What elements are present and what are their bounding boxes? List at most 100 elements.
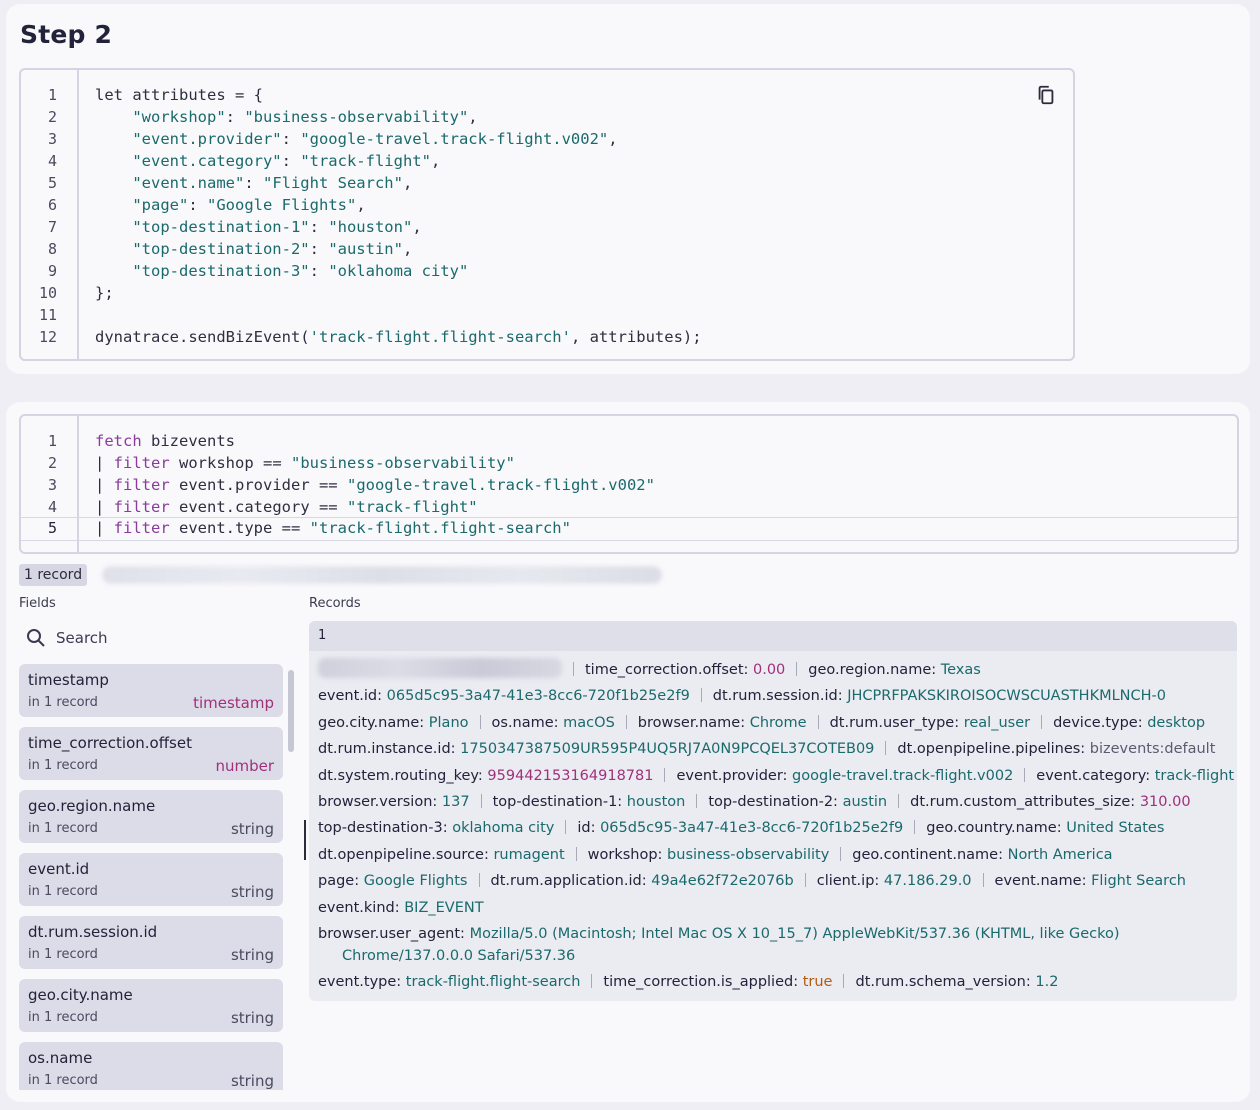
field-count: in 1 record bbox=[28, 758, 98, 773]
code-line: 10}; bbox=[21, 282, 1073, 304]
record-key: event.name: bbox=[994, 873, 1087, 890]
search-input[interactable]: Search bbox=[56, 629, 108, 647]
line-number: 3 bbox=[47, 130, 57, 148]
string-literal: "google-travel.track-flight.v002" bbox=[346, 476, 655, 494]
separator bbox=[843, 973, 845, 988]
field-type: timestamp bbox=[193, 694, 274, 712]
separator bbox=[817, 714, 819, 729]
code-token: event.type == bbox=[169, 519, 310, 537]
string-literal: "oklahoma city" bbox=[328, 262, 469, 280]
string-literal: "austin" bbox=[328, 240, 403, 258]
keyword: filter bbox=[113, 498, 170, 516]
field-count: in 1 record bbox=[28, 695, 98, 710]
line-number: 11 bbox=[38, 306, 57, 324]
code-line: 9 "top-destination-3": "oklahoma city" bbox=[21, 260, 1073, 282]
record-value: oklahoma city bbox=[452, 820, 555, 837]
separator bbox=[898, 793, 900, 808]
code-line: 2| filter workshop == "business-observab… bbox=[21, 452, 1237, 474]
record-key: geo.continent.name: bbox=[852, 846, 1003, 863]
string-literal: "Flight Search" bbox=[262, 174, 403, 192]
code-line: 4 "event.category": "track-flight", bbox=[21, 150, 1073, 172]
record-key: dt.openpipeline.pipelines: bbox=[897, 741, 1086, 758]
record-index: 1 bbox=[318, 628, 327, 643]
record-value: houston bbox=[626, 793, 686, 810]
record-value: austin bbox=[842, 793, 888, 810]
code-line: 2 "workshop": "business-observability", bbox=[21, 106, 1073, 128]
record-value: macOS bbox=[563, 714, 615, 731]
line-number: 3 bbox=[47, 476, 57, 494]
record-key: top-destination-3: bbox=[318, 820, 448, 837]
records-label: Records bbox=[309, 596, 361, 611]
fields-scrollbar[interactable] bbox=[288, 670, 294, 752]
separator bbox=[625, 714, 627, 729]
record-value: 959442153164918781 bbox=[487, 767, 654, 784]
line-number: 6 bbox=[47, 196, 57, 214]
field-search[interactable]: Search bbox=[26, 626, 108, 650]
string-literal: "track-flight" bbox=[346, 498, 478, 516]
field-name: dt.rum.session.id bbox=[28, 923, 158, 941]
line-number: 4 bbox=[47, 152, 57, 170]
string-literal: "Google Flights" bbox=[207, 196, 357, 214]
separator bbox=[840, 846, 842, 861]
code-token: workshop == bbox=[169, 454, 291, 472]
separator bbox=[565, 820, 567, 835]
code-token: | bbox=[95, 498, 114, 516]
field-name: geo.city.name bbox=[28, 986, 133, 1004]
string-literal: "event.provider" bbox=[132, 130, 282, 148]
record-value: desktop bbox=[1147, 714, 1206, 731]
separator bbox=[982, 873, 984, 888]
field-name: event.id bbox=[28, 860, 90, 878]
line-number: 8 bbox=[47, 240, 57, 258]
string-literal: "top-destination-1" bbox=[132, 218, 310, 236]
string-literal: "google-travel.track-flight.v002" bbox=[300, 130, 609, 148]
record-key: event.category: bbox=[1036, 767, 1151, 784]
record-key: geo.region.name: bbox=[808, 662, 937, 678]
separator bbox=[664, 767, 666, 782]
field-count: in 1 record bbox=[28, 1010, 98, 1025]
separator bbox=[479, 714, 481, 729]
record-key: dt.rum.instance.id: bbox=[318, 741, 456, 758]
record-value: United States bbox=[1066, 820, 1165, 837]
record-key: time_correction.offset: bbox=[585, 662, 749, 678]
line-number: 7 bbox=[47, 218, 57, 236]
record-value: Plano bbox=[428, 714, 469, 731]
record-value: North America bbox=[1007, 846, 1113, 863]
code-line: 7 "top-destination-1": "houston", bbox=[21, 216, 1073, 238]
record-value: 310.00 bbox=[1139, 793, 1191, 810]
record-key: dt.rum.session.id: bbox=[712, 688, 843, 705]
code-line: 8 "top-destination-2": "austin", bbox=[21, 238, 1073, 260]
record-value: 137 bbox=[441, 793, 470, 810]
record-value: rumagent bbox=[493, 846, 565, 863]
record-key: workshop: bbox=[587, 846, 663, 863]
copy-icon[interactable] bbox=[1035, 84, 1057, 106]
record-value: Texas bbox=[940, 662, 981, 678]
field-type: string bbox=[230, 946, 274, 964]
code-token: bizevents bbox=[141, 432, 235, 450]
record-count-badge: 1 record bbox=[19, 564, 88, 586]
record-value: track-flight bbox=[1154, 767, 1235, 784]
code-token: | bbox=[95, 454, 114, 472]
separator bbox=[480, 793, 482, 808]
record-value: 065d5c95-3a47-41e3-8cc6-720f1b25e2f9 bbox=[386, 688, 690, 705]
separator bbox=[804, 873, 806, 888]
step-title: Step 2 bbox=[20, 20, 113, 49]
string-literal: "event.name" bbox=[132, 174, 245, 192]
field-type: string bbox=[230, 820, 274, 838]
line-number: 1 bbox=[47, 86, 57, 104]
code-text: "top-destination-2": "austin", bbox=[132, 240, 413, 258]
